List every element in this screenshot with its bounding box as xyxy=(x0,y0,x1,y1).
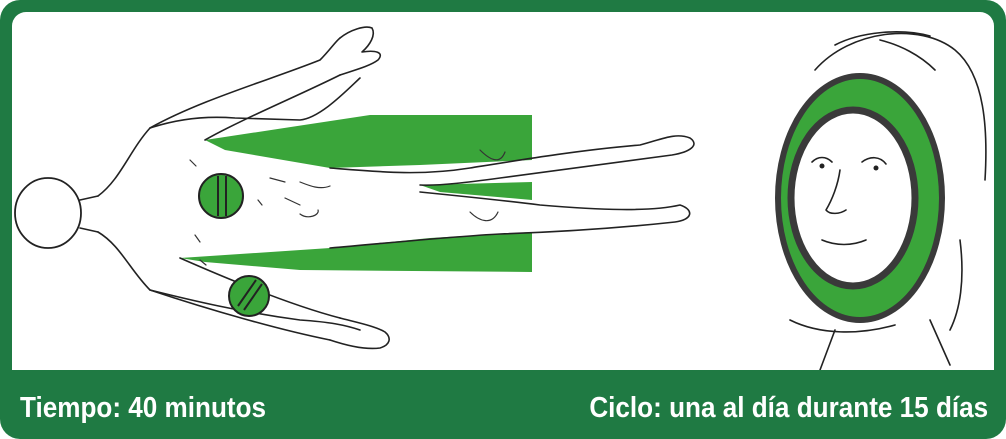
head xyxy=(15,178,81,248)
lower-pad xyxy=(180,232,532,272)
upper-pad xyxy=(205,115,532,168)
arm-electrode xyxy=(229,276,269,316)
illustration-panel xyxy=(12,12,994,370)
illustration-svg xyxy=(12,12,994,370)
cycle-label: Ciclo: una al día durante 15 días xyxy=(589,388,988,428)
chest-electrode xyxy=(199,174,243,218)
time-label: Tiempo: 40 minutos xyxy=(20,388,266,428)
head-figure xyxy=(778,32,986,370)
face-window xyxy=(791,110,915,286)
body-figure xyxy=(15,27,694,348)
